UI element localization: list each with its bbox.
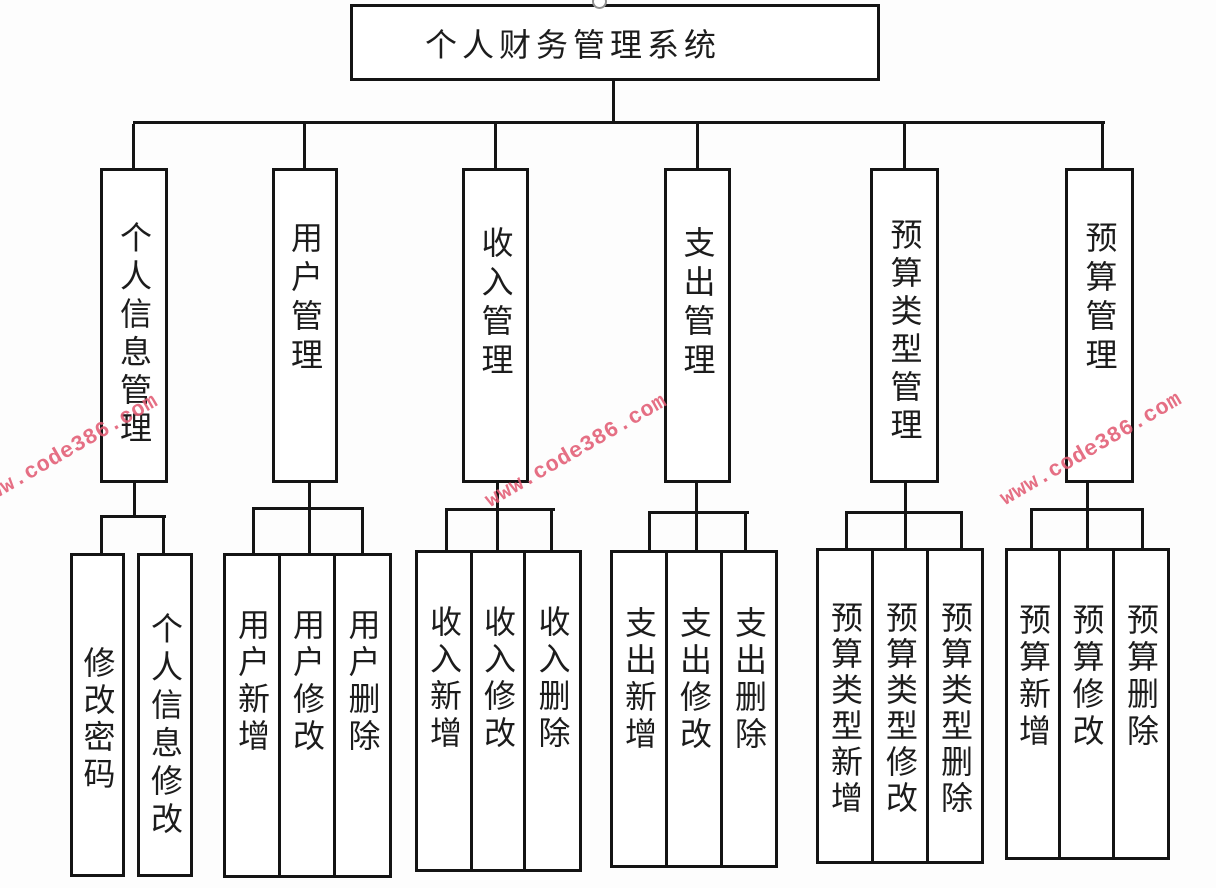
leaf-node-expense-delete: 支出删除 [720,550,778,868]
leaf-label: 支出新增 [621,606,657,754]
branch-node-user-management: 用户管理 [272,168,338,483]
connector-line [445,511,448,550]
connector-line [100,518,103,553]
leaf-node-budget-delete: 预算删除 [1112,548,1170,860]
connector-line [695,514,698,550]
connector-line [904,483,907,511]
leaf-label: 预算类型修改 [882,601,918,817]
leaf-node-budget-type-edit: 预算类型修改 [871,548,929,864]
leaf-label: 预算类型删除 [937,601,973,817]
connector-line [1030,511,1033,548]
leaf-label: 预算新增 [1015,603,1051,751]
connector-line [903,124,906,169]
leaf-node-income-edit: 收入修改 [470,550,526,872]
connector-line [696,124,699,169]
root-node-label: 个人财务管理系统 [425,26,722,63]
leaf-label: 用户新增 [234,608,270,756]
branch-label: 个人信息管理 [116,221,152,449]
connector-line [361,510,364,553]
leaf-label: 个人信息修改 [147,612,183,840]
leaf-node-budget-type-delete: 预算类型删除 [926,548,984,864]
leaf-label: 修改密码 [79,646,116,794]
connector-line [100,515,166,518]
connector-line [252,507,364,510]
connector-line [308,510,311,553]
connector-line [303,124,306,169]
connector-line [132,124,135,169]
connector-line [496,483,499,508]
leaf-node-expense-edit: 支出修改 [665,550,723,868]
leaf-label: 支出删除 [731,606,767,754]
leaf-node-user-add: 用户新增 [223,553,281,878]
connector-line [133,483,136,518]
connector-line [960,514,963,548]
leaf-node-user-edit: 用户修改 [278,553,336,878]
leaf-label: 预算删除 [1123,603,1159,751]
leaf-label: 支出修改 [676,606,712,754]
branch-label: 用户管理 [287,221,323,377]
branch-node-income-management: 收入管理 [462,168,529,483]
connector-line [845,514,848,548]
leaf-label: 收入新增 [426,605,462,753]
connector-line [612,81,615,123]
leaf-node-personal-info-edit: 个人信息修改 [137,553,193,877]
leaf-label: 用户删除 [344,608,381,756]
connector-line [1141,511,1144,548]
leaf-label: 预算修改 [1068,603,1105,751]
leaf-node-budget-add: 预算新增 [1005,548,1061,860]
connector-line [550,511,553,550]
connector-line [494,124,497,169]
selection-handle-circle [592,0,607,9]
connector-line [695,483,698,511]
leaf-label: 收入修改 [480,605,516,753]
connector-line [904,514,907,548]
leaf-node-income-add: 收入新增 [415,550,473,872]
branch-node-budget-management: 预算管理 [1065,168,1134,483]
branch-label: 预算管理 [1081,221,1118,377]
connector-line [845,511,963,514]
connector-line [162,518,165,553]
leaf-node-budget-edit: 预算修改 [1058,548,1115,860]
connector-line [308,483,311,507]
connector-line [648,511,749,514]
leaf-label: 预算类型新增 [827,601,863,817]
leaf-node-expense-add: 支出新增 [610,550,668,868]
leaf-label: 用户修改 [289,608,325,756]
leaf-node-income-delete: 收入删除 [523,550,582,872]
connector-line [252,510,255,553]
connector-line [648,514,651,550]
connector-line [1030,508,1144,511]
connector-line [744,514,747,550]
connector-line [496,511,499,550]
leaf-label: 收入删除 [534,605,571,753]
connector-line [1086,483,1089,508]
root-node: 个人财务管理系统 [350,4,880,81]
connector-line [445,508,555,511]
branch-node-personal-info-management: 个人信息管理 [100,168,168,483]
branch-label: 收入管理 [477,226,514,382]
leaf-node-budget-type-add: 预算类型新增 [816,548,874,864]
connector-line [1101,124,1104,169]
branch-node-expense-management: 支出管理 [664,168,731,483]
connector-line [133,121,1105,124]
branch-node-budget-type-management: 预算类型管理 [870,168,939,483]
connector-line [1086,511,1089,548]
leaf-node-user-delete: 用户删除 [333,553,392,878]
branch-label: 支出管理 [679,226,716,382]
branch-label: 预算类型管理 [886,218,923,446]
leaf-node-change-password: 修改密码 [70,553,125,877]
